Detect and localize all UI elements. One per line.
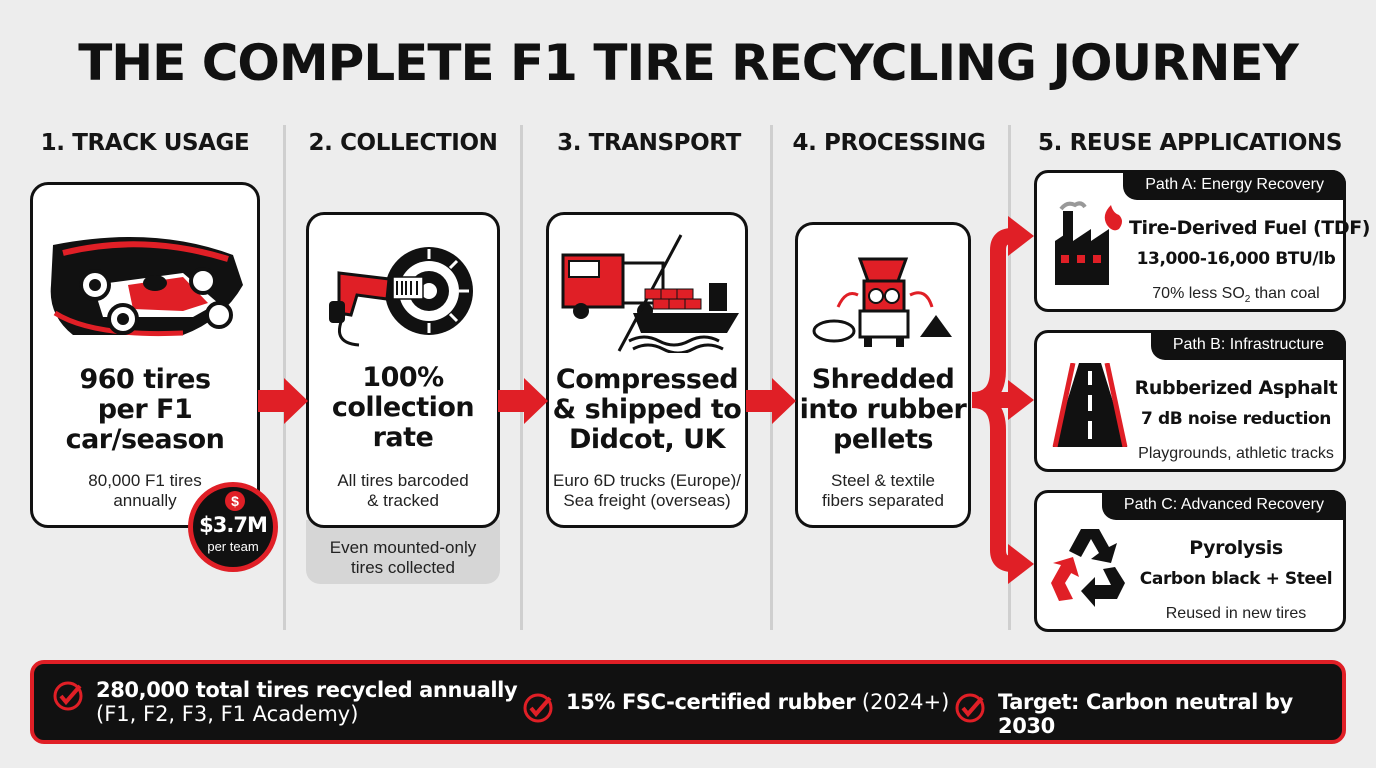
footer-item-target: Target: Carbon neutral by 2030 [954,690,1342,738]
factory-fire-icon [1055,201,1122,285]
collection-main: 100% collection rate [331,362,475,453]
collection-card: 100% collection rate All tires barcoded … [306,212,500,528]
badge-value: $3.7M [199,513,268,537]
path-c-note: Reused in new tires [1165,605,1307,622]
path-b-card: Path B: Infrastructure Rubberized Asphal… [1034,330,1346,472]
dollar-coin-icon: $ [225,491,245,511]
recycle-icon [1051,529,1125,607]
path-a-tag: Path A: Energy Recovery [1123,170,1346,200]
path-a-note: 70% less SO2 than coal [1152,285,1320,306]
path-b-tag: Path B: Infrastructure [1150,330,1346,360]
footer-item-fsc: 15% FSC-certified rubber (2024+) [522,690,949,724]
step-3-heading: 3. TRANSPORT [557,130,741,156]
check-circle-icon [955,693,985,723]
path-a-card: Path A: Energy Recovery Tire-Derived Fue… [1034,170,1371,312]
road-icon [1052,363,1128,447]
processing-main: Shredded into rubber pellets [799,364,967,455]
check-circle-icon [53,681,83,711]
summary-footer: 280,000 total tires recycled annually (F… [30,660,1346,744]
path-c-detail: Carbon black + Steel [1139,569,1333,589]
path-c-tag: Path C: Advanced Recovery [1101,490,1346,520]
badge-label: per team [207,539,259,554]
path-c-title: Pyrolysis [1189,537,1283,559]
check-circle-icon [523,693,553,723]
step-4-heading: 4. PROCESSING [792,130,986,156]
f1-car-icon [33,225,257,345]
step-2-heading: 2. COLLECTION [308,130,498,156]
shredder-icon [798,241,968,351]
footer-total-strong: 280,000 total tires recycled annually [96,678,518,702]
path-b-title: Rubberized Asphalt [1134,377,1338,399]
footer-fsc-strong: 15% FSC-certified rubber [566,690,856,714]
flow-arrow [746,378,796,424]
page-title: THE COMPLETE F1 TIRE RECYCLING JOURNEY [78,34,1299,92]
flow-arrow [258,378,308,424]
footer-target-strong: Target: Carbon neutral by 2030 [998,690,1293,738]
collection-note: Even mounted-only tires collected [306,520,500,584]
transport-sub: Euro 6D trucks (Europe)/ Sea freight (ov… [552,471,741,510]
path-a-detail: 13,000-16,000 BTU/lb [1136,249,1336,269]
path-b-note: Playgrounds, athletic tracks [1138,445,1334,462]
flow-arrow [498,378,548,424]
track-usage-card: 960 tires per F1 car/season 80,000 F1 ti… [30,182,260,528]
truck-ship-icon [549,233,745,355]
divider [283,125,286,630]
divider [1008,125,1011,630]
track-usage-sub: 80,000 F1 tires annually [88,471,202,510]
step-1-heading: 1. TRACK USAGE [40,130,250,156]
branch-arrow [971,216,1034,584]
path-a-title: Tire-Derived Fuel (TDF) [1129,217,1371,239]
footer-fsc-sub: (2024+) [855,690,950,714]
footer-total-sub: (F1, F2, F3, F1 Academy) [96,702,359,726]
divider [770,125,773,630]
collection-sub: All tires barcoded & tracked [337,471,469,510]
track-usage-main: 960 tires per F1 car/season [65,364,225,455]
path-b-detail: 7 dB noise reduction [1141,409,1331,429]
transport-card: Compressed & shipped to Didcot, UK Euro … [546,212,748,528]
cost-badge: $ $3.7M per team [188,482,278,572]
step-5-heading: 5. REUSE APPLICATIONS [1038,130,1342,156]
processing-sub: Steel & textile fibers separated [822,471,944,510]
barcode-scanner-tire-icon [309,233,497,353]
transport-main: Compressed & shipped to Didcot, UK [552,364,742,455]
processing-card: Shredded into rubber pellets Steel & tex… [795,222,971,528]
footer-item-total-tires: 280,000 total tires recycled annually (F… [52,678,518,726]
path-c-card: Path C: Advanced Recovery Pyrolysis Carb… [1034,490,1346,632]
divider [520,125,523,630]
